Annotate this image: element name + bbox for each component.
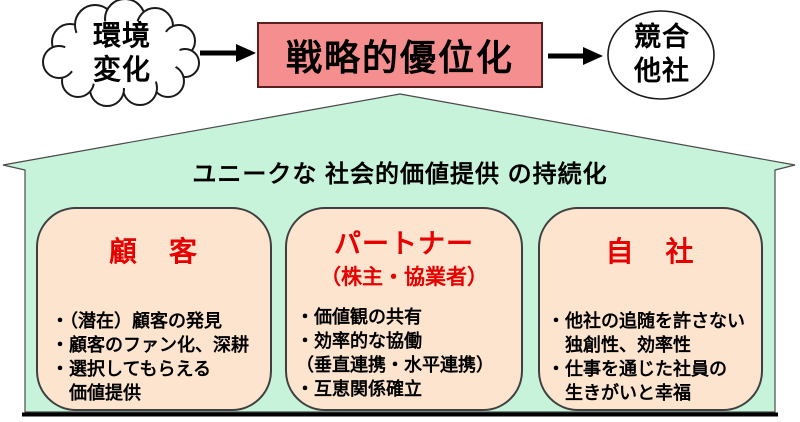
card-customer-title: 顧 客 [108, 236, 199, 267]
card-partner-title: パートナー [334, 229, 474, 259]
bullet-line: 生きがいと幸福 [547, 383, 691, 403]
house-title: ユニークな 社会的価値提供 の持続化 [192, 161, 608, 188]
bullet-line: ・互恵関係確立 [296, 379, 422, 399]
card-company-title: 自 社 [605, 236, 696, 267]
bullet-line: ・他社の追随を許さない [547, 311, 745, 331]
competitor-label: 競合 他社 [612, 20, 712, 88]
competitor-ellipse-shape [607, 10, 715, 100]
bullet-line: ・仕事を通じた社員の [547, 359, 727, 379]
card-partner-subtitle: （株主・協業者） [320, 266, 488, 289]
bullet-line: ・効率的な協働 [296, 331, 422, 351]
bullet-line: ・価値観の共有 [296, 307, 422, 327]
bullet-line: 価値提供 [51, 383, 141, 403]
card-customer-bullets: ・（潜在）顧客の発見 ・顧客のファン化、深耕 ・選択してもらえる 価値提供 [51, 309, 266, 405]
competitor-label-line1: 競合 [634, 22, 690, 52]
cloud-label: 環境 変化 [57, 19, 187, 87]
card-partner: パートナー （株主・協業者） ・価値観の共有 ・効率的な協働 （垂直連携・水平連… [285, 207, 523, 411]
competitor-label-line2: 他社 [634, 56, 690, 86]
cloud-shape [42, 0, 200, 107]
card-partner-bullets: ・価値観の共有 ・効率的な協働 （垂直連携・水平連携） ・互恵関係確立 [296, 305, 517, 401]
bullet-line: ・選択してもらえる [51, 359, 212, 379]
card-company-bullets: ・他社の追随を許さない 独創性、効率性 ・仕事を通じた社員の 生きがいと幸福 [547, 309, 757, 405]
bullet-line: ・（潜在）顧客の発見 [51, 311, 222, 331]
bullet-line: （垂直連携・水平連携） [296, 355, 494, 375]
strategy-box: 戦略的優位化 [257, 22, 543, 88]
card-company: 自 社 ・他社の追随を許さない 独創性、効率性 ・仕事を通じた社員の 生きがいと… [538, 207, 763, 411]
bullet-line: ・顧客のファン化、深耕 [51, 335, 249, 355]
bullet-line: 独創性、効率性 [547, 335, 691, 355]
arrow-right-icon [548, 47, 603, 65]
card-customer: 顧 客 ・（潜在）顧客の発見 ・顧客のファン化、深耕 ・選択してもらえる 価値提… [36, 207, 272, 411]
cloud-label-line2: 変化 [92, 54, 151, 85]
cloud-label-line1: 環境 [92, 20, 151, 51]
strategy-box-label: 戦略的優位化 [285, 37, 514, 78]
arrow-left-icon [200, 44, 256, 62]
